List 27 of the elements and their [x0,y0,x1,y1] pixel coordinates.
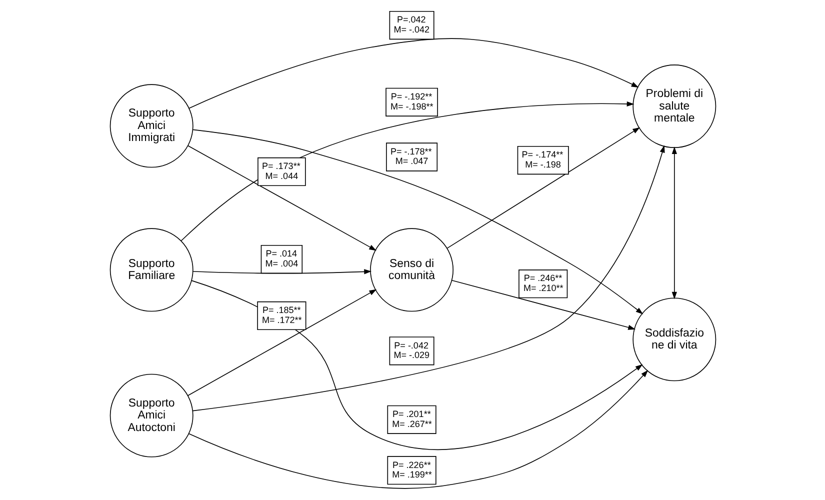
edge-label: P= .185** M= .172** [262,305,302,325]
edge-label: P= .246** M= .210** [522,273,563,294]
node-circle: Senso di comunità [370,228,453,312]
arrow [671,146,676,300]
arrow [190,280,642,450]
arrow [192,269,372,274]
arrow [187,145,376,251]
edge-label: P= -.192** M= -.198** [390,92,433,112]
edge-label: P= .226** M= .199** [392,460,432,480]
arrow [192,129,643,314]
arrow [188,38,638,109]
edge-label: P= -.178** M= .047 [390,146,432,166]
edge-label: P= -.174** M= -.198 [521,150,563,170]
arrow [188,370,648,489]
edge-label: P= .014 M= .004 [264,248,298,268]
arrow [446,127,640,249]
arrow [451,280,636,330]
edge-label: P=.042 M= -.042 [393,14,430,34]
node-circle: Supporto Amici Autoctoni [109,374,193,458]
arrow [186,289,376,396]
edge-label: P= -.042 M= -.029 [393,340,430,360]
node-circle: Soddisfazio ne di vita [632,298,716,382]
node-circle: Supporto Familiare [109,228,193,312]
edge-label: P= .173** M= .044 [262,161,300,181]
arrow [180,101,634,242]
node-circle: Supporto Amici Immigrati [109,84,193,168]
edge-label: P= .201** M= .267** [392,409,432,429]
